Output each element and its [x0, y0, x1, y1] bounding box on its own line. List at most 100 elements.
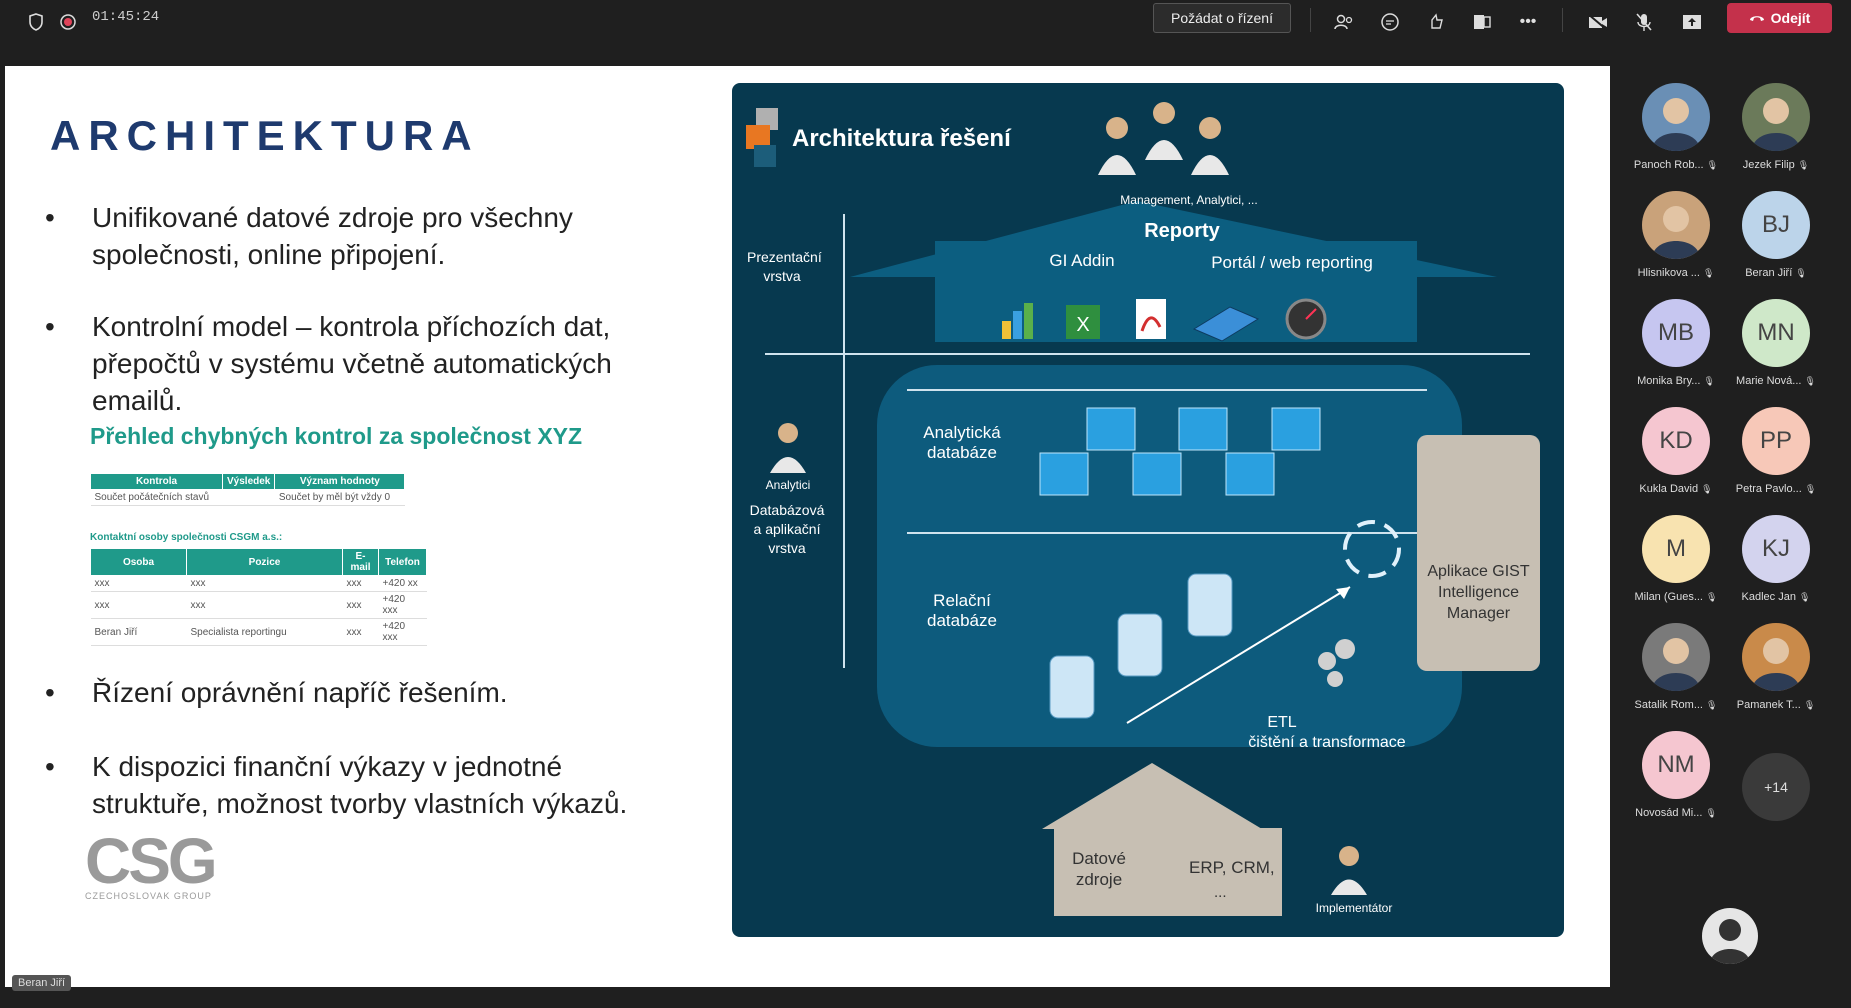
control-table: Kontrola Výsledek Význam hodnoty Součet … [90, 473, 406, 506]
cell: Specialista reportingu [186, 618, 343, 646]
avatar: PP [1742, 407, 1810, 475]
avatar [1642, 191, 1710, 259]
avatar [1642, 83, 1710, 151]
cell: xxx [186, 575, 343, 592]
react-icon[interactable] [1424, 10, 1448, 34]
bullet-2-line-3: emailů. [92, 385, 183, 416]
contacts-caption: Kontaktní osoby společnosti CSGM a.s.: [90, 532, 283, 543]
divider [1310, 8, 1311, 32]
stage-bottom [0, 990, 1612, 1008]
bullet-1-line-1: Unifikované datové zdroje pro všechny [92, 202, 573, 233]
cell: +420 xx [378, 575, 427, 592]
slide-title: ARCHITEKTURA [50, 112, 480, 159]
bullet-4-line-2: struktuře, možnost tvorby vlastních výka… [92, 788, 628, 819]
participant-name: Kadlec Jan 🎙 [1741, 591, 1811, 603]
avatar [1642, 623, 1710, 691]
cell: Součet počátečních stavů [90, 489, 223, 506]
apps-icon[interactable] [1470, 10, 1494, 34]
col-header: Osoba [90, 548, 187, 576]
cell: Beran Jiří [90, 618, 187, 646]
contacts-table: Osoba Pozice E-mail Telefon xxx xxx xxx … [90, 548, 427, 646]
architecture-diagram: G Architektura řešení Management, Analyt… [732, 83, 1564, 937]
share-screen-icon[interactable] [1680, 10, 1704, 34]
mic-muted-icon: 🎙 [1705, 808, 1717, 818]
participant-tile[interactable]: PP Petra Pavlo... 🎙 [1726, 407, 1826, 495]
table-row: xxx xxx xxx +420 xx [90, 575, 427, 592]
erp-more-label: ... [1214, 884, 1227, 901]
participant-name: Milan (Gues... 🎙 [1634, 591, 1718, 603]
meeting-toolbar: 01:45:24 Požádat o řízení ••• Odejít [0, 0, 1851, 48]
mic-muted-icon: 🎙 [1703, 376, 1715, 386]
col-header: Pozice [186, 548, 343, 576]
cell: Součet by měl být vždy 0 [274, 489, 405, 506]
camera-off-icon[interactable] [1586, 10, 1610, 34]
shared-slide: ARCHITEKTURA • Unifikované datové zdroje… [5, 66, 1610, 987]
more-participants-count[interactable]: +14 [1742, 753, 1810, 821]
people-icon[interactable] [1332, 10, 1356, 34]
csg-logo: CSG CZECHOSLOVAK GROUP [85, 829, 218, 901]
participant-tile[interactable]: KJ Kadlec Jan 🎙 [1726, 515, 1826, 603]
presenter-name-tag: Beran Jiří [12, 975, 72, 991]
request-control-button[interactable]: Požádat o řízení [1153, 3, 1291, 33]
users-caption: Management, Analytici, ... [1120, 193, 1258, 207]
col-header: Kontrola [90, 473, 223, 490]
recording-icon [56, 10, 80, 34]
self-avatar[interactable] [1702, 908, 1758, 964]
more-options-icon[interactable]: ••• [1519, 13, 1537, 30]
portal-label: Portál / web reporting [1211, 253, 1373, 272]
participant-name: Satalik Rom... 🎙 [1634, 699, 1718, 711]
mic-muted-icon: 🎙 [1804, 376, 1816, 386]
participant-name: Panoch Rob... 🎙 [1633, 159, 1719, 171]
col-header: Význam hodnoty [274, 473, 406, 490]
participant-tile[interactable]: Hlisnikova ... 🎙 [1626, 191, 1726, 279]
col-header: Výsledek [221, 473, 276, 490]
mic-off-icon[interactable] [1632, 10, 1656, 34]
mic-muted-icon: 🎙 [1799, 592, 1811, 602]
relational-db-label: Relační databáze [927, 591, 997, 630]
participant-name: Beran Jiří 🎙 [1745, 267, 1807, 279]
participant-name: Pamanek T... 🎙 [1736, 699, 1816, 711]
avatar: KD [1642, 407, 1710, 475]
cell: xxx [186, 591, 343, 619]
participant-tile[interactable]: Panoch Rob... 🎙 [1626, 83, 1726, 171]
avatar: KJ [1742, 515, 1810, 583]
data-sources-box: Datové zdroje ERP, CRM, ... [1054, 828, 1282, 916]
cell: xxx [342, 591, 379, 619]
participant-name: Petra Pavlo... 🎙 [1735, 483, 1817, 495]
erp-label: ERP, CRM, [1189, 858, 1275, 877]
participant-tile[interactable]: Pamanek T... 🎙 [1726, 623, 1826, 711]
phone-hangup-icon [1749, 10, 1765, 26]
mic-muted-icon: 🎙 [1702, 268, 1715, 278]
more-participants[interactable]: +14 [1726, 753, 1826, 821]
col-header: Telefon [378, 548, 427, 576]
avatar [1742, 623, 1810, 691]
diagram-title: Architektura řešení [792, 125, 1011, 152]
chat-icon[interactable] [1378, 10, 1402, 34]
bullet-2-line-2: přepočtů v systému včetně automatických [92, 348, 612, 379]
meeting-timer: 01:45:24 [92, 9, 160, 25]
participant-tile[interactable]: KD Kukla David 🎙 [1626, 407, 1726, 495]
shield-icon [24, 10, 48, 34]
leave-button[interactable]: Odejít [1727, 3, 1832, 33]
participant-name: Novosád Mi... 🎙 [1635, 807, 1717, 819]
mic-muted-icon: 🎙 [1795, 268, 1807, 278]
bullet-2-line-1: Kontrolní model – kontrola příchozích da… [92, 311, 611, 342]
mic-muted-icon: 🎙 [1701, 484, 1713, 494]
presentation-layer-label: Prezentační vrstva [747, 249, 822, 284]
bullet-4-line-1: K dispozici finanční výkazy v jednotné [92, 751, 563, 782]
participant-tile[interactable]: Satalik Rom... 🎙 [1626, 623, 1726, 711]
avatar: MN [1742, 299, 1810, 367]
cell: +420 xxx [378, 591, 427, 619]
cell: +420 xxx [378, 618, 427, 646]
reporty-label: Reporty [1144, 220, 1220, 242]
mic-muted-icon: 🎙 [1706, 700, 1718, 710]
mic-muted-icon: 🎙 [1706, 592, 1718, 602]
participant-tile[interactable]: Jezek Filip 🎙 [1726, 83, 1826, 171]
leave-label: Odejít [1770, 10, 1811, 26]
participant-name: Kukla David 🎙 [1639, 483, 1713, 495]
